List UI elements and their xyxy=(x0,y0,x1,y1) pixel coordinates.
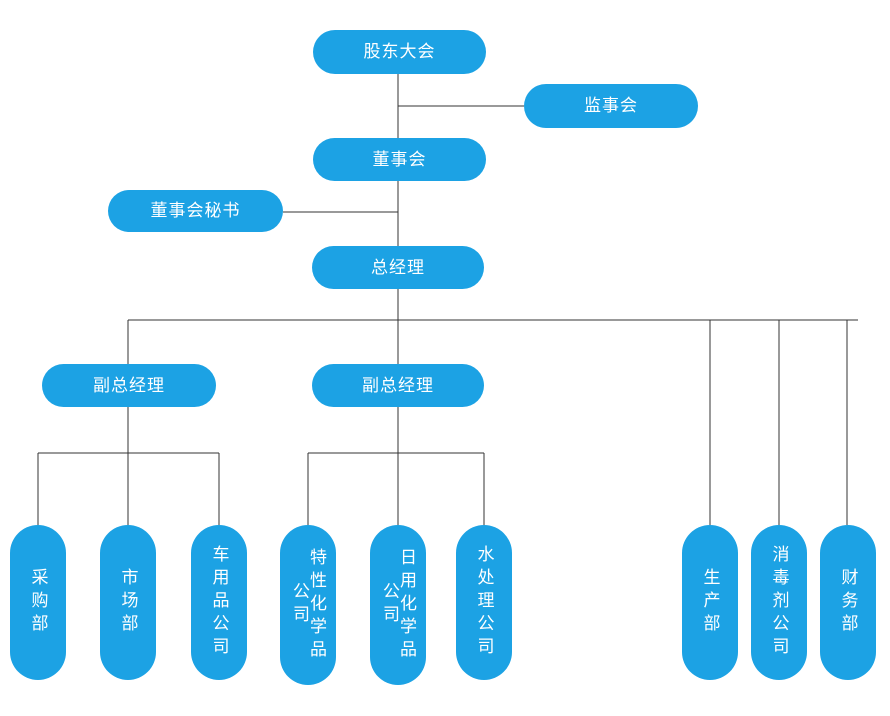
org-node-label: 特性化学品公司 xyxy=(290,547,326,663)
org-node-label: 市场部 xyxy=(118,568,138,637)
org-node-label: 总经理 xyxy=(371,257,425,277)
org-node-water-treat-co[interactable]: 水处理公司 xyxy=(456,525,512,680)
org-node-shareholders[interactable]: 股东大会 xyxy=(313,30,486,74)
org-node-disinfectant-co[interactable]: 消毒剂公司 xyxy=(751,525,807,680)
org-node-board[interactable]: 董事会 xyxy=(313,138,486,181)
org-node-general-manager[interactable]: 总经理 xyxy=(312,246,484,289)
org-node-label: 日用化学品公司 xyxy=(380,547,416,663)
org-node-label: 财务部 xyxy=(838,568,858,637)
org-node-board-secretary[interactable]: 董事会秘书 xyxy=(108,190,283,232)
org-node-procurement-dept[interactable]: 采购部 xyxy=(10,525,66,680)
org-node-marketing-dept[interactable]: 市场部 xyxy=(100,525,156,680)
org-node-supervisors[interactable]: 监事会 xyxy=(524,84,698,128)
org-node-specialty-chem-co[interactable]: 特性化学品公司 xyxy=(280,525,336,685)
org-node-label: 股东大会 xyxy=(363,42,436,62)
org-node-label: 副总经理 xyxy=(362,375,434,395)
org-node-deputy-gm-1[interactable]: 副总经理 xyxy=(42,364,216,407)
org-node-production-dept[interactable]: 生产部 xyxy=(682,525,738,680)
org-node-label: 采购部 xyxy=(28,568,48,637)
org-node-finance-dept[interactable]: 财务部 xyxy=(820,525,876,680)
org-node-label: 副总经理 xyxy=(93,375,165,395)
org-node-deputy-gm-2[interactable]: 副总经理 xyxy=(312,364,484,407)
org-node-auto-products-co[interactable]: 车用品公司 xyxy=(191,525,247,680)
org-node-label: 监事会 xyxy=(584,96,638,116)
org-node-label: 消毒剂公司 xyxy=(769,545,789,660)
org-node-label: 车用品公司 xyxy=(209,545,229,660)
org-node-label: 董事会 xyxy=(372,149,427,169)
org-node-label: 生产部 xyxy=(700,568,720,637)
org-node-label: 董事会秘书 xyxy=(150,201,241,221)
org-node-daily-chem-co[interactable]: 日用化学品公司 xyxy=(370,525,426,685)
org-node-label: 水处理公司 xyxy=(474,545,494,660)
